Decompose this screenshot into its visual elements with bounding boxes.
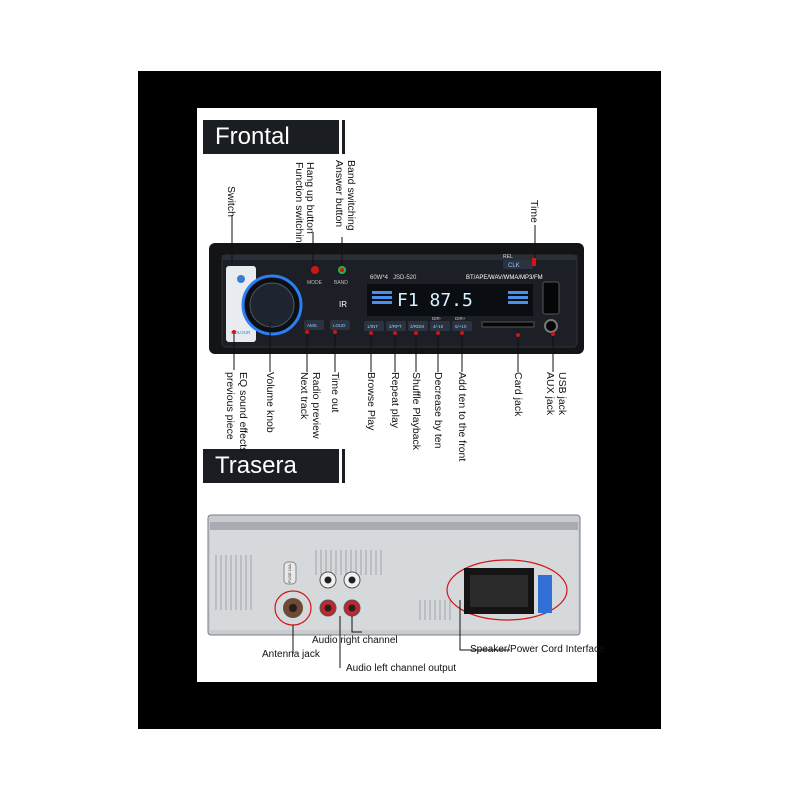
lcd-display [367, 284, 533, 316]
label-audio-left: Audio left channel output [346, 663, 457, 674]
label-add: Add ten to the front [456, 372, 468, 462]
format-list: BT/APE/WAV/WMA/MP3/FM [466, 275, 543, 281]
rear-leader-lines [292, 600, 510, 668]
label-band-1: Band switching [345, 160, 357, 231]
front-panel: MODE BAND 60W*4 JSD-520 BT/APE/WAV/WMA/M… [209, 243, 584, 354]
volume-knob [241, 274, 303, 336]
rca-jacks [319, 571, 361, 617]
label-time: Time [528, 200, 540, 223]
label-aux: AUX jack [544, 372, 556, 416]
usb-slot [542, 281, 560, 315]
antenna-jack [274, 590, 312, 626]
colour-text: COLOUR [231, 330, 251, 335]
mode-text: MODE [307, 280, 323, 286]
btn1-text: 1/INT [367, 324, 378, 329]
iso-connector [446, 559, 568, 621]
label-card: Card jack [512, 372, 524, 417]
dir-plus-text: DIR+ [455, 316, 466, 321]
label-band-2: Answer button [333, 160, 345, 228]
dir-minus-text: DIR- [432, 316, 442, 321]
label-eq-2: previous piece [224, 372, 236, 440]
eq-bars-right [508, 291, 528, 304]
vent-slots [215, 550, 451, 620]
label-radio-1: Radio preview [310, 372, 322, 439]
loud-text: LOUD [333, 323, 346, 328]
ir-text: IR [339, 300, 347, 309]
rel-text: REL [503, 254, 513, 260]
rear-panel: FUSE 10A [207, 514, 581, 636]
power-rating: 60W*4 [370, 275, 389, 281]
btn4-text: 4/-10 [433, 324, 444, 329]
btn5-text: 5/+10 [455, 324, 467, 329]
label-usb: USB jack [556, 372, 568, 416]
label-volume: Volume knob [264, 372, 276, 433]
label-radio-2: Next track [298, 372, 310, 420]
label-browse: Browse Play [365, 372, 377, 431]
section-title-back: Trasera [203, 449, 342, 483]
eq-bars-left [372, 291, 392, 304]
power-icon [237, 275, 245, 283]
section-title-front: Frontal [203, 120, 342, 154]
label-repeat: Repeat play [389, 372, 401, 429]
label-switch: Switch [225, 186, 237, 217]
front-leader-dots [232, 268, 555, 337]
band-text: BAND [334, 280, 348, 286]
display-readout: F1 87.5 [397, 290, 473, 311]
label-timeout: Time out [329, 372, 341, 413]
fuse-text: FUSE 10A [287, 564, 292, 583]
clk-text: CLK [508, 263, 520, 269]
label-hangup-1: Hang up button [304, 162, 316, 234]
front-leader-lines [231, 215, 554, 372]
label-antenna: Antenna jack [262, 649, 320, 660]
label-shuffle: Shuffle Playback [410, 372, 422, 451]
label-audio-right: Audio right channel [312, 635, 398, 646]
label-hangup-2: Function switching [293, 162, 305, 249]
btn3-text: 3/RDM [410, 324, 424, 329]
model-number: JSD-520 [393, 275, 417, 281]
preset-buttons [304, 320, 472, 331]
label-decrease: Decrease by ten [432, 372, 444, 449]
btn2-text: 2/RPT [389, 324, 402, 329]
label-eq-1: EQ sound effects [237, 372, 249, 453]
aux-jack [544, 319, 558, 333]
card-slot [481, 321, 535, 328]
label-speaker: Speaker/Power Cord Interface [470, 644, 605, 655]
ams-text: AMS [307, 323, 317, 328]
